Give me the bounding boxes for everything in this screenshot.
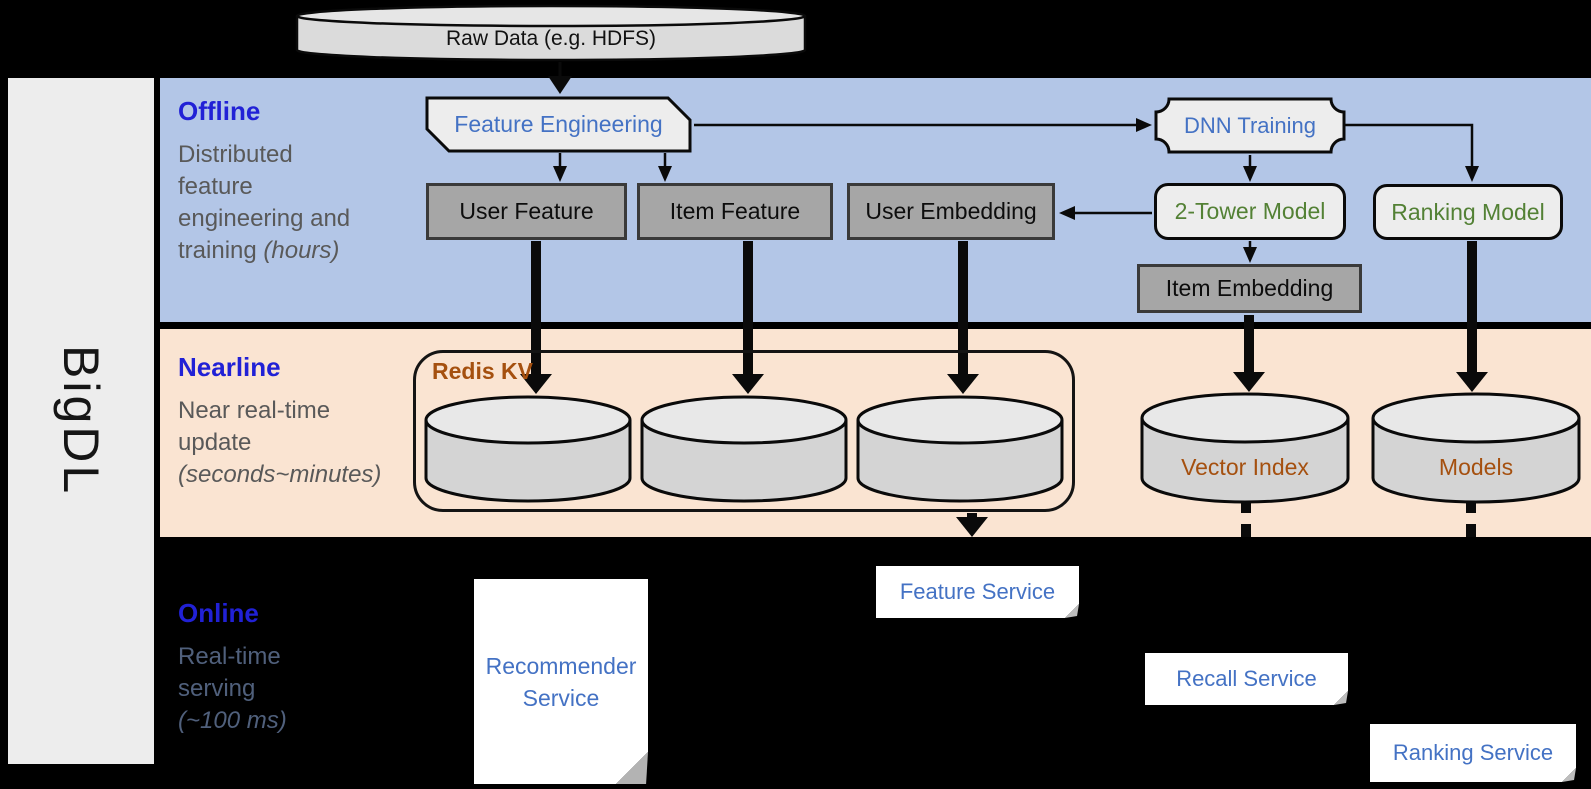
nearline-label-block: Nearline Near real-time update (seconds~… <box>178 352 381 491</box>
feature-service-label: Feature Service <box>899 579 1056 604</box>
item-feature-label: Item Feature <box>669 198 801 224</box>
raw-data-label: Raw Data (e.g. HDFS) <box>445 27 657 50</box>
recommender-service-page: Recommender Service <box>474 579 648 784</box>
cylinder-shape <box>424 395 632 503</box>
user-embedding-node: User Embedding <box>847 183 1055 240</box>
cylinder-shape <box>640 395 848 503</box>
offline-title: Offline <box>178 96 261 126</box>
cylinder-shape <box>295 4 807 62</box>
nearline-description: Near real-time update (seconds~minutes) <box>178 397 382 488</box>
recall-service-label: Recall Service <box>1176 666 1317 691</box>
dnn-training-label: DNN Training <box>1183 112 1317 138</box>
recall-service-page: Recall Service <box>1145 653 1348 705</box>
user-embedding-label: User Embedding <box>865 198 1037 224</box>
snip-corner-shape <box>425 96 692 153</box>
ranking-model-node: Ranking Model <box>1373 184 1563 240</box>
online-label-block: Online Real-time serving (~100 ms) <box>178 598 287 737</box>
item-feature-node: Item Feature <box>637 183 833 240</box>
redis-kv-label: Redis KV <box>432 358 533 384</box>
plaque-shape <box>1154 97 1346 154</box>
recall-service-node: Recall Service <box>1145 653 1348 705</box>
vector-index-label: Vector Index <box>1181 453 1309 480</box>
raw-data-store: Raw Data (e.g. HDFS) <box>295 4 807 62</box>
user-feature-node: User Feature <box>426 183 627 240</box>
two-tower-model-label: 2-Tower Model <box>1174 198 1326 224</box>
nearline-title: Nearline <box>178 352 281 382</box>
bigdl-logo-text: BigDL <box>53 345 109 497</box>
online-description: Real-time serving (~100 ms) <box>178 643 287 734</box>
ranking-model-label: Ranking Model <box>1391 198 1545 225</box>
redis-cylinder-3 <box>856 395 1064 503</box>
cylinder-shape <box>856 395 1064 503</box>
ranking-service-label: Ranking Service <box>1392 740 1554 765</box>
recommender-service-node: Recommender Service <box>474 579 648 784</box>
feature-service-node: Feature Service <box>876 566 1079 618</box>
item-embedding-node: Item Embedding <box>1137 264 1362 313</box>
feature-engineering-node: Feature Engineering <box>425 96 692 153</box>
online-title: Online <box>178 598 259 628</box>
offline-description: Distributed feature engineering and trai… <box>178 141 351 264</box>
redis-cylinder-1 <box>424 395 632 503</box>
two-tower-model-node: 2-Tower Model <box>1154 183 1346 240</box>
cylinder-shape <box>1371 392 1581 504</box>
feature-engineering-label: Feature Engineering <box>454 111 663 137</box>
recommender-service-label: Recommender Service <box>485 652 637 711</box>
offline-label-block: Offline Distributed feature engineering … <box>178 96 350 267</box>
redis-cylinder-2 <box>640 395 848 503</box>
cylinder-shape <box>1140 392 1350 504</box>
dnn-training-node: DNN Training <box>1154 97 1346 154</box>
user-feature-label: User Feature <box>459 198 594 224</box>
ranking-service-page: Ranking Service <box>1370 724 1576 782</box>
redis-kv-container <box>413 350 1075 512</box>
models-store: Models <box>1371 392 1581 504</box>
item-embedding-label: Item Embedding <box>1165 275 1334 301</box>
vector-index-store: Vector Index <box>1140 392 1350 504</box>
models-label: Models <box>1438 453 1514 480</box>
ranking-service-node: Ranking Service <box>1370 724 1576 782</box>
bigdl-sidebar: BigDL <box>8 78 154 764</box>
feature-service-page: Feature Service <box>876 566 1079 618</box>
